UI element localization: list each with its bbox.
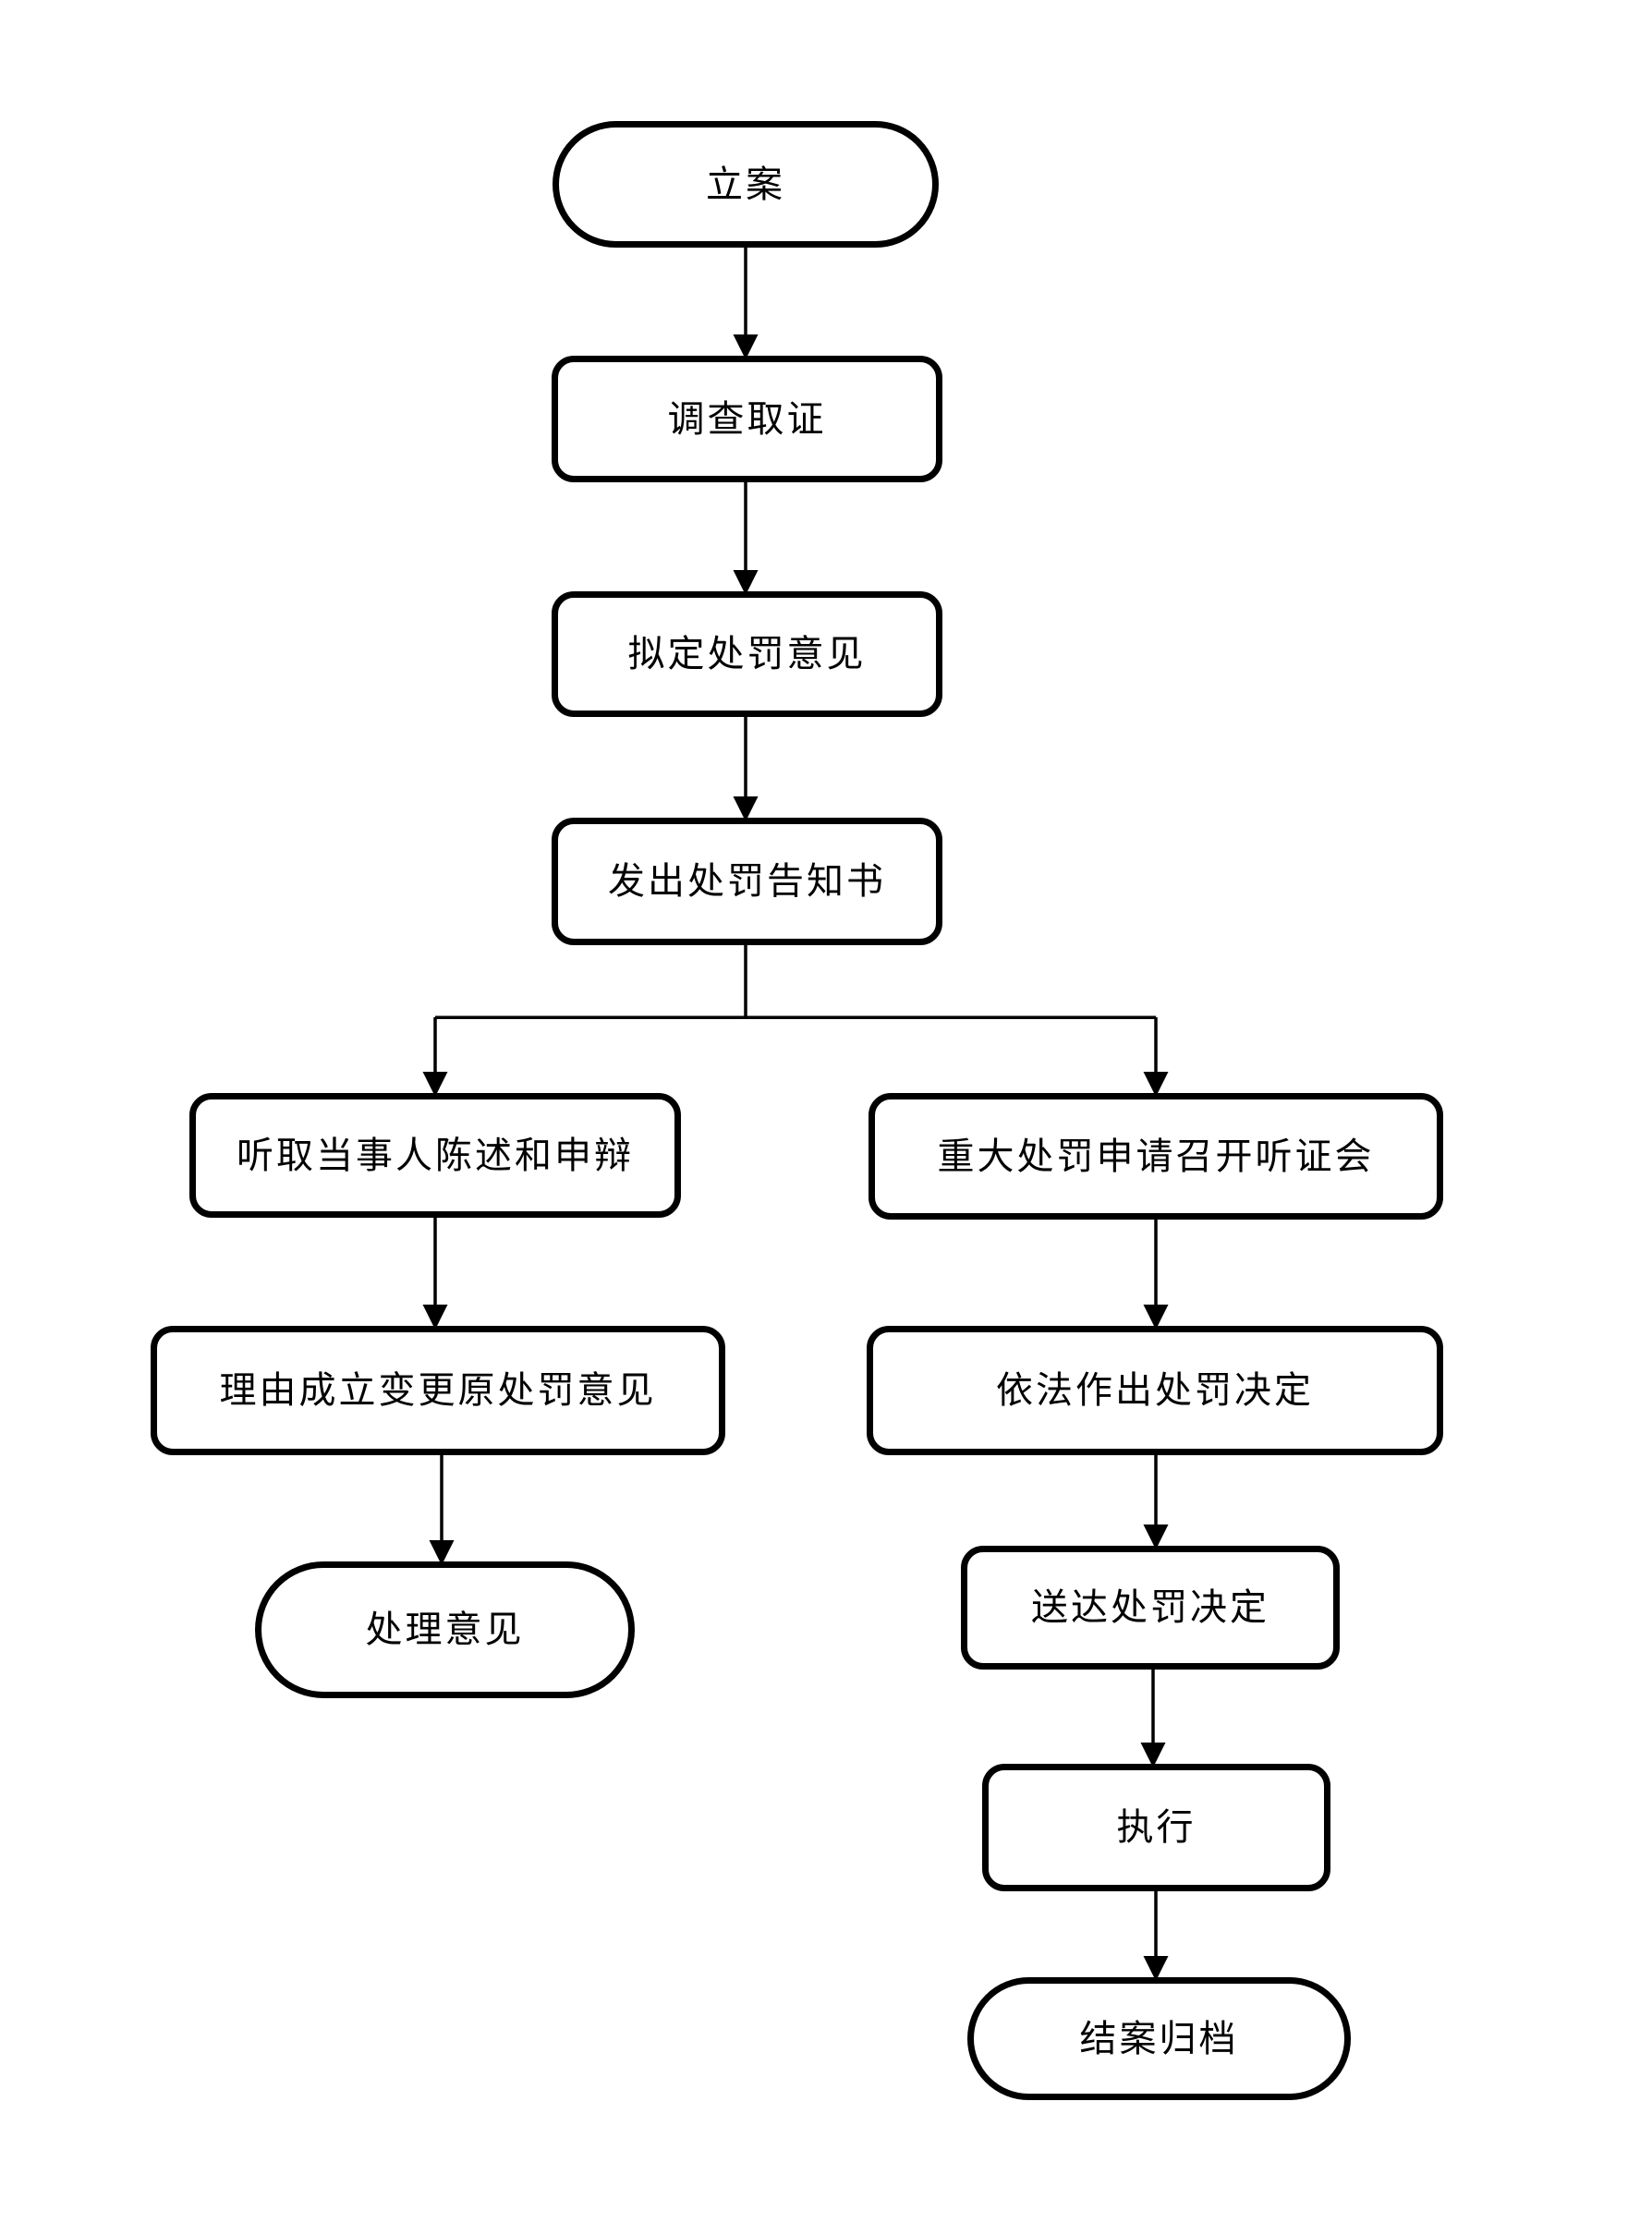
node-handling-opinion: 处理意见 <box>255 1561 635 1698</box>
node-issue-penalty-notice: 发出处罚告知书 <box>552 818 942 945</box>
node-label: 发出处罚告知书 <box>608 860 886 903</box>
node-execute: 执行 <box>982 1764 1330 1891</box>
node-label: 执行 <box>1116 1806 1196 1849</box>
node-change-original-opinion: 理由成立变更原处罚意见 <box>151 1326 725 1455</box>
node-hear-statement-defense: 听取当事人陈述和申辩 <box>189 1093 681 1218</box>
node-investigation-evidence: 调查取证 <box>552 356 942 482</box>
node-label: 立案 <box>706 163 785 206</box>
node-label: 处理意见 <box>365 1609 525 1651</box>
node-label: 调查取证 <box>667 397 827 441</box>
node-label: 听取当事人陈述和申辩 <box>237 1134 634 1177</box>
node-label: 送达处罚决定 <box>1031 1586 1269 1629</box>
node-label: 依法作出处罚决定 <box>996 1369 1314 1412</box>
node-close-case-archive: 结案归档 <box>967 1977 1351 2100</box>
node-label: 理由成立变更原处罚意见 <box>219 1369 657 1412</box>
node-make-penalty-decision: 依法作出处罚决定 <box>867 1326 1443 1455</box>
node-draft-penalty-opinion: 拟定处罚意见 <box>552 591 942 717</box>
node-label: 重大处罚申请召开听证会 <box>937 1135 1375 1178</box>
node-deliver-penalty-decision: 送达处罚决定 <box>961 1546 1340 1670</box>
node-case-filing: 立案 <box>553 121 939 248</box>
node-label: 拟定处罚意见 <box>627 633 867 675</box>
node-label: 结案归档 <box>1079 2017 1239 2060</box>
node-major-penalty-hearing: 重大处罚申请召开听证会 <box>869 1093 1443 1220</box>
